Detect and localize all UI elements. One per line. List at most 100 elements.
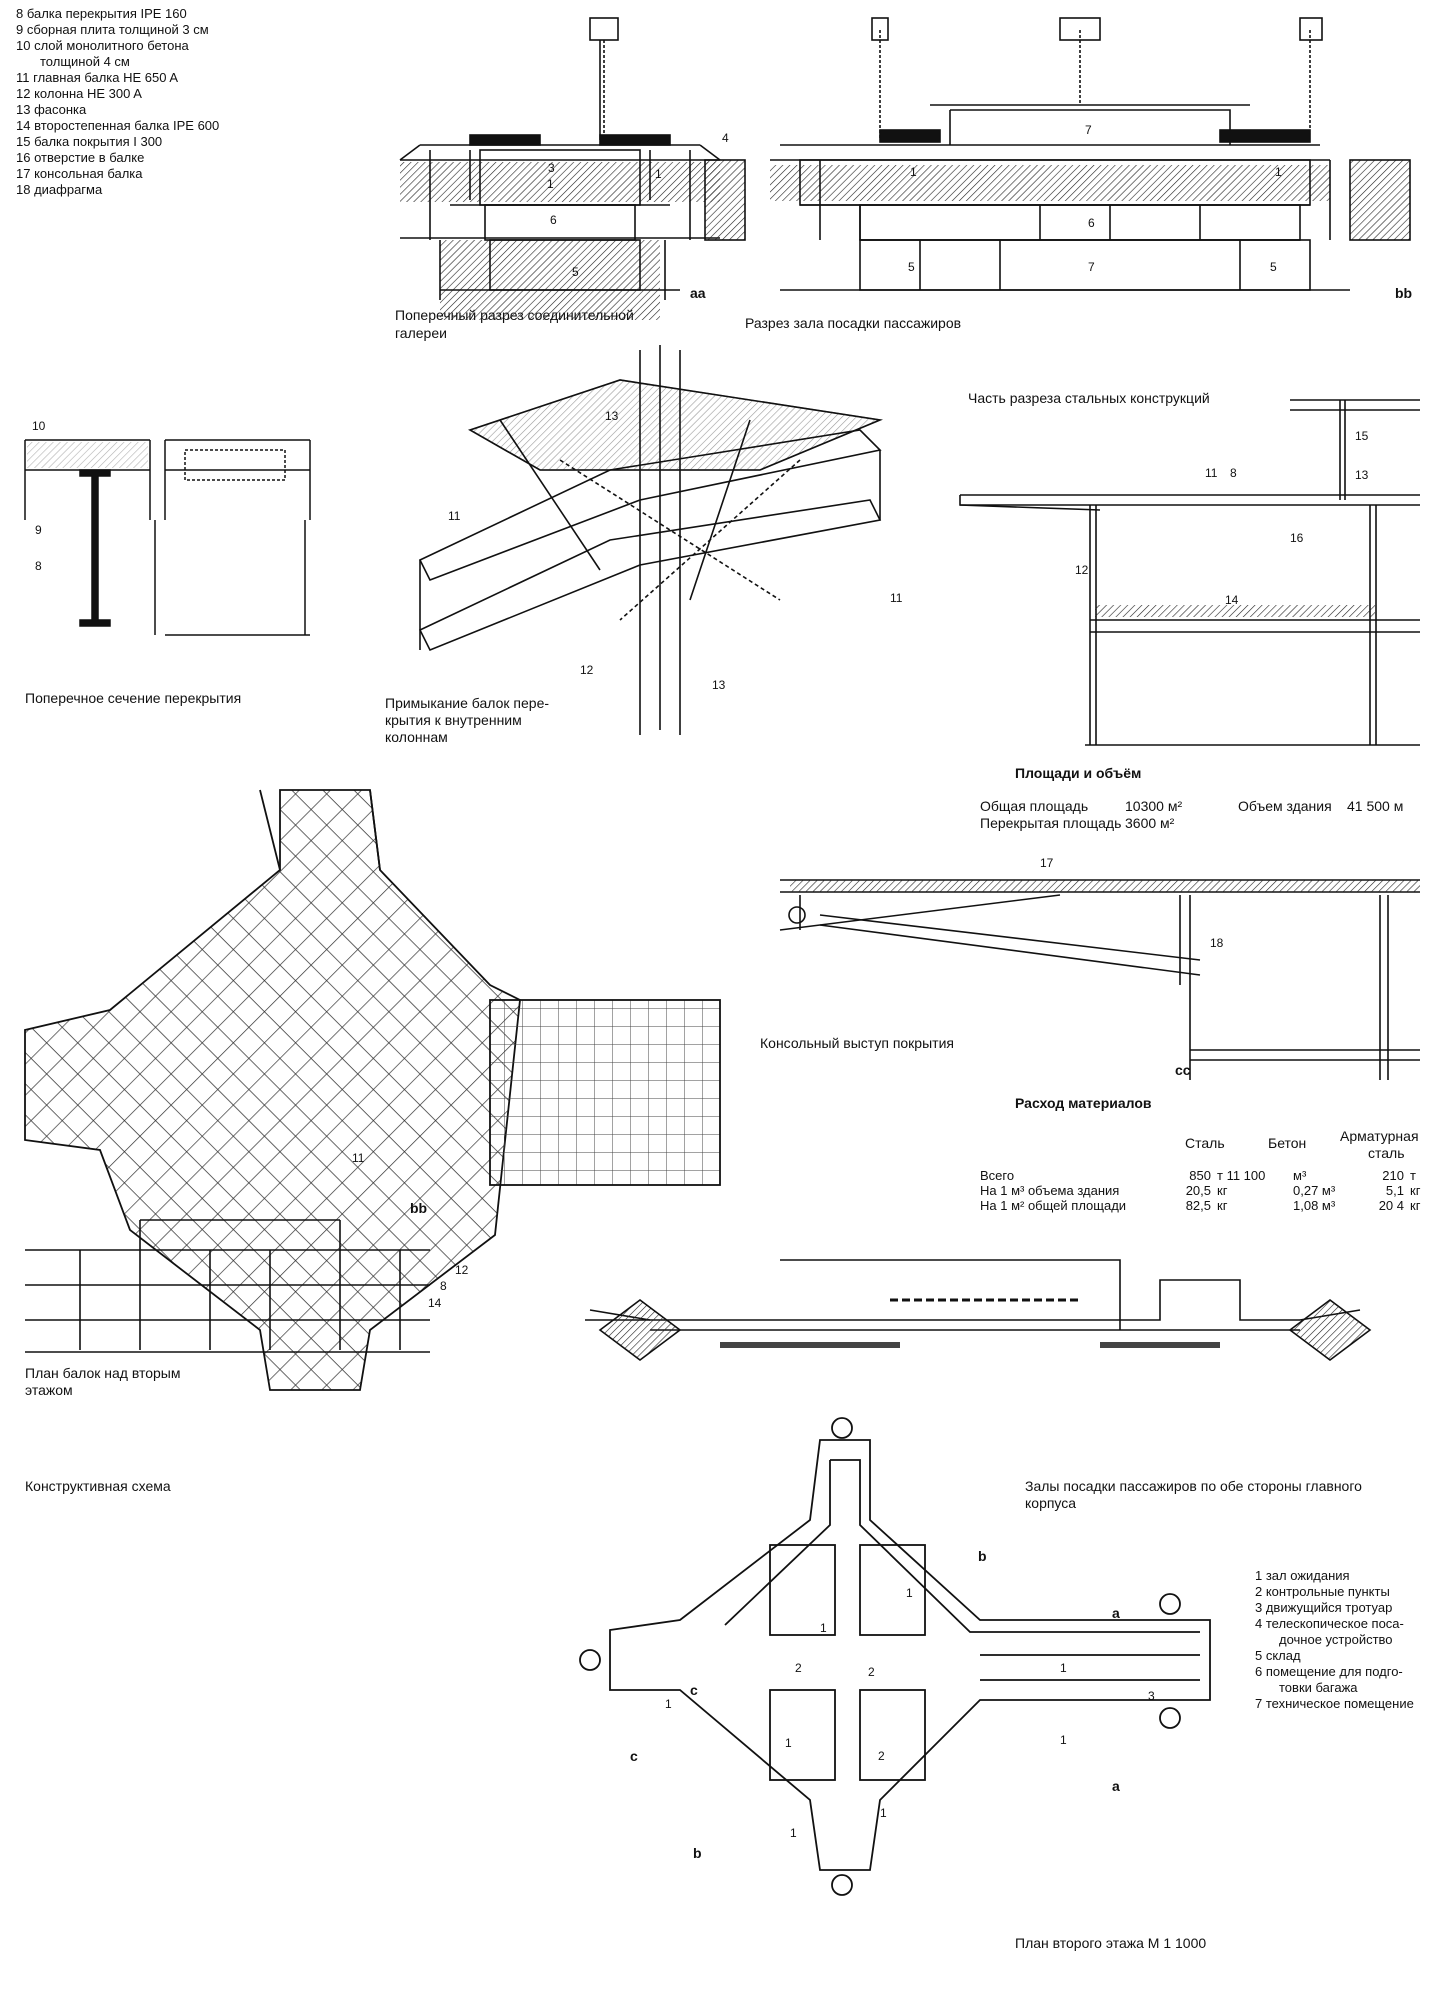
legend-item: 4 телескопическое поса-: [1255, 1616, 1404, 1631]
table-cell: 0,27 м³: [1293, 1183, 1336, 1198]
label-7: 7: [1088, 260, 1095, 274]
label-7: 7: [1085, 123, 1092, 137]
materials-header-rebar: Арматурная: [1340, 1128, 1419, 1144]
label-11: 11: [1205, 466, 1218, 480]
label-11: 11: [352, 1151, 365, 1165]
label-3: 3: [548, 161, 555, 175]
caption-floor-cross-section: Поперечное сечение перекрытия: [25, 690, 242, 706]
caption-beam-joint: Примыкание балок пере-: [385, 695, 550, 711]
label-12: 12: [1075, 563, 1089, 577]
label-13: 13: [605, 409, 619, 423]
label-1: 1: [665, 1697, 672, 1711]
legend-item: 1 зал ожидания: [1255, 1568, 1350, 1583]
boarding-hall-section-drawing: [704, 17, 1411, 291]
caption-halls: корпуса: [1025, 1495, 1077, 1511]
legend-item: 3 движущийся тротуар: [1255, 1600, 1393, 1615]
total-area-value: 10300 м²: [1125, 798, 1183, 814]
table-cell: На 1 м² общей площади: [980, 1198, 1127, 1213]
section-mark-c: c: [690, 1682, 698, 1698]
label-5: 5: [572, 265, 579, 279]
caption-steel-section: Часть разреза стальных конструкций: [968, 390, 1210, 406]
table-cell: 20,5: [1185, 1183, 1211, 1198]
label-18: 18: [1210, 936, 1224, 950]
caption-halls: Залы посадки пассажиров по обе стороны г…: [1025, 1478, 1362, 1494]
label-15: 15: [1355, 429, 1369, 443]
label-16: 16: [1290, 531, 1304, 545]
legend-item: 18 диафрагма: [16, 182, 103, 197]
label-6: 6: [1088, 216, 1095, 230]
label-5: 5: [1270, 260, 1277, 274]
materials-header-concrete: Бетон: [1268, 1135, 1307, 1151]
label-13: 13: [712, 678, 726, 692]
caption-boarding-hall-section: Разрез зала посадки пассажиров: [745, 315, 962, 331]
beam-joint-drawing: [418, 345, 883, 735]
label-13: 13: [1355, 468, 1369, 482]
table-cell: 82,5: [1185, 1198, 1211, 1213]
legend-item: толщиной 4 см: [40, 54, 130, 69]
label-1: 1: [910, 165, 917, 179]
caption-second-floor-plan: План второго этажа М 1 1000: [1015, 1935, 1207, 1951]
steel-structure-section-drawing: [959, 399, 1420, 746]
label-1: 1: [1060, 1661, 1067, 1675]
label-3: 3: [1148, 1689, 1155, 1703]
label-5: 5: [908, 260, 915, 274]
label-2: 2: [878, 1749, 885, 1763]
label-8: 8: [35, 559, 42, 573]
label-14: 14: [428, 1296, 442, 1310]
legend-item: 6 помещение для подго-: [1255, 1664, 1403, 1679]
legend-item: товки багажа: [1279, 1680, 1358, 1695]
room-legend: 1 зал ожидания 2 контрольные пункты 3 дв…: [1255, 1568, 1414, 1712]
table-cell: м³: [1293, 1168, 1307, 1183]
label-9: 9: [35, 523, 42, 537]
legend-item: 15 балка покрытия I 300: [16, 134, 163, 149]
volume-label: Объем здания: [1238, 798, 1332, 814]
table-cell: кг: [1217, 1183, 1228, 1198]
label-1: 1: [785, 1736, 792, 1750]
caption-beam-joint: крытия к внутренним: [385, 712, 522, 728]
label-1: 1: [820, 1621, 827, 1635]
section-mark-aa: аа: [690, 285, 706, 301]
label-1: 1: [1060, 1733, 1067, 1747]
label-14: 14: [1225, 593, 1239, 607]
label-1: 1: [790, 1826, 797, 1840]
table-row: На 1 м² общей площади 82,5 кг 1,08 м³ 20…: [980, 1198, 1426, 1213]
table-cell: 850: [1189, 1168, 1211, 1183]
covered-area-value: 3600 м²: [1125, 815, 1175, 831]
table-row: На 1 м³ объема здания 20,5 кг 0,27 м³ 5,…: [980, 1183, 1426, 1198]
label-4: 4: [722, 131, 729, 145]
legend-item: 14 второстепенная балка IPE 600: [16, 118, 220, 133]
legend-item: 16 отверстие в балке: [16, 150, 145, 165]
section-mark-b: b: [693, 1845, 702, 1861]
legend-item: 9 сборная плита толщиной 3 см: [16, 22, 209, 37]
legend-item: 5 склад: [1255, 1648, 1301, 1663]
label-12: 12: [455, 1263, 469, 1277]
caption-gallery-section: галереи: [395, 325, 447, 341]
structural-legend: 8 балка перекрытия IPE 160 9 сборная пли…: [16, 6, 219, 198]
label-1: 1: [547, 177, 554, 191]
label-2: 2: [795, 1661, 802, 1675]
label-8: 8: [440, 1279, 447, 1293]
section-mark-a: a: [1112, 1778, 1120, 1794]
materials-header-steel: Сталь: [1185, 1135, 1225, 1151]
legend-item: 10 слой монолитного бетона: [16, 38, 189, 53]
legend-item: дочное устройство: [1279, 1632, 1393, 1647]
caption-beam-plan: План балок над вторым: [25, 1365, 181, 1381]
table-cell: кг: [1217, 1198, 1228, 1213]
legend-item: 8 балка перекрытия IPE 160: [16, 6, 187, 21]
label-6: 6: [550, 213, 557, 227]
section-mark-cc: cc: [1175, 1062, 1191, 1078]
label-11: 11: [448, 509, 461, 523]
legend-item: 2 контрольные пункты: [1255, 1584, 1390, 1599]
table-cell: 20 4: [1378, 1198, 1404, 1213]
caption-beam-plan: этажом: [25, 1382, 73, 1398]
table-row: Всего 850 т 11 100 м³ 210 т: [980, 1168, 1426, 1183]
volume-value: 41 500 м: [1347, 798, 1404, 814]
section-mark-c: c: [630, 1748, 638, 1764]
section-mark-bb: bb: [1395, 285, 1413, 301]
floor-cross-section-drawing: [24, 439, 311, 636]
label-12: 12: [580, 663, 594, 677]
label-8: 8: [1230, 466, 1237, 480]
materials-table: Всего 850 т 11 100 м³ 210 т На 1 м³ объе…: [980, 1168, 1426, 1213]
